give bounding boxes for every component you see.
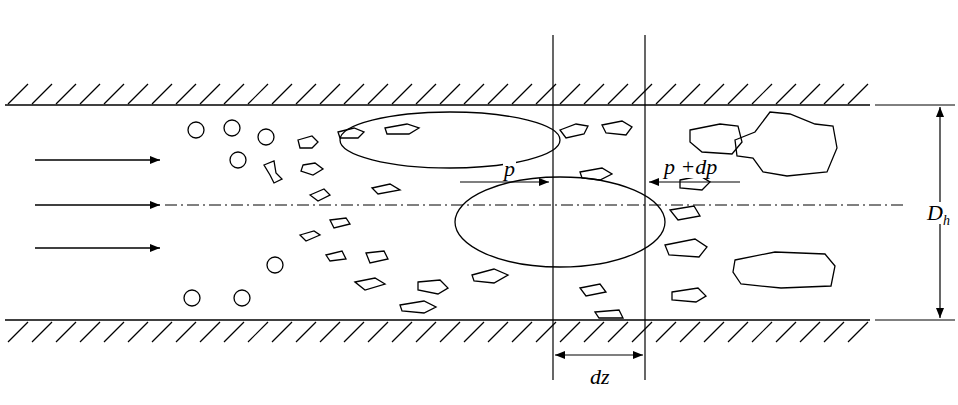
bubbles [184, 112, 837, 318]
control-volume-line [644, 35, 645, 380]
dimension-label: dz [589, 366, 611, 388]
pressure-label: p +dp [663, 156, 718, 178]
wall-hatching [8, 84, 868, 342]
extension-line [875, 105, 955, 106]
centerline [165, 205, 905, 206]
pressure-arrow [649, 181, 740, 182]
flow-arrow [35, 204, 160, 206]
pressure-label: p [503, 158, 516, 180]
top-wall [5, 104, 870, 106]
extension-line [875, 320, 955, 321]
pressure-arrow [460, 181, 549, 182]
flow-arrow [35, 159, 160, 161]
bottom-wall [5, 319, 870, 321]
dimension-subscript: h [942, 214, 951, 228]
dz-dimension [555, 354, 643, 355]
control-volume-line [552, 35, 553, 380]
flow-arrow [35, 247, 160, 249]
